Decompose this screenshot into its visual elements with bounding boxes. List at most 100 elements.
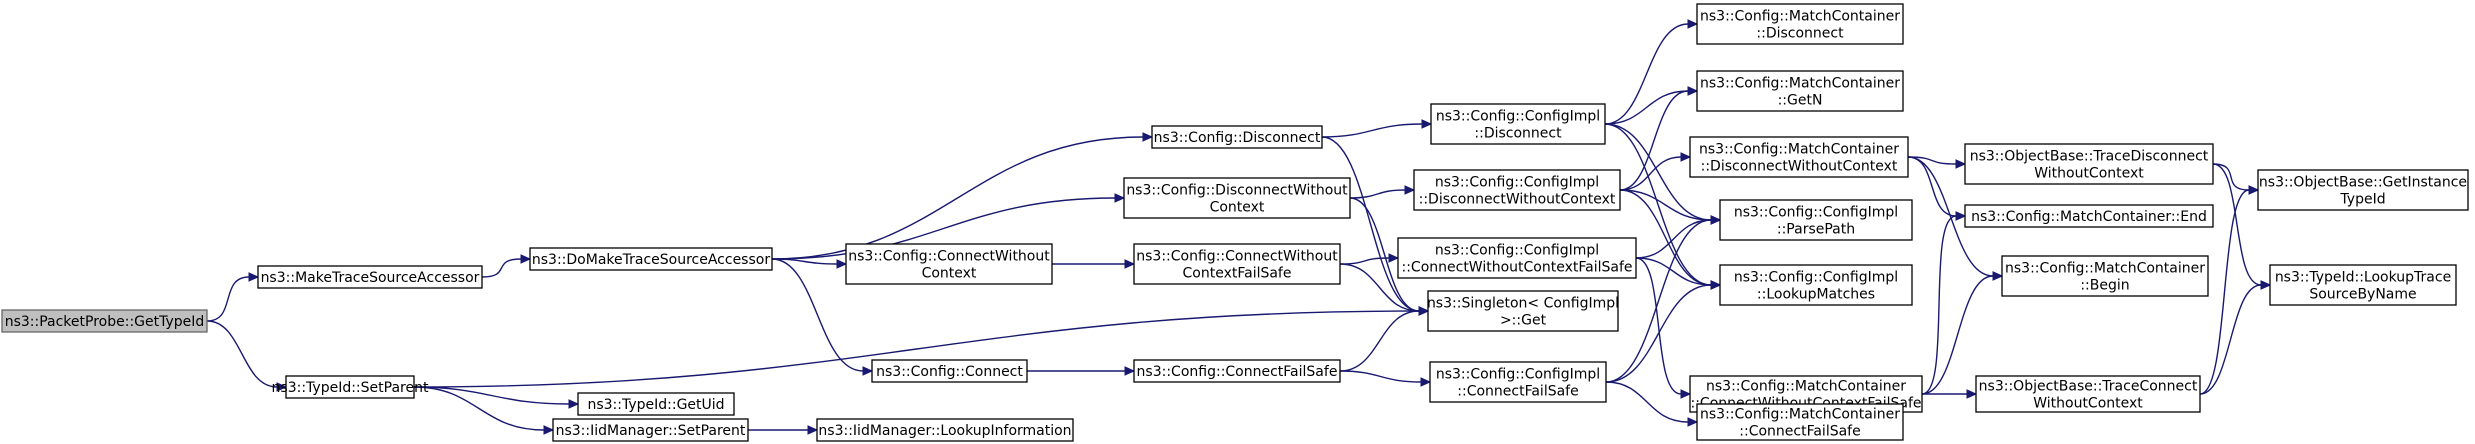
edge-arrowhead — [836, 259, 848, 269]
node-mcDisconnect[interactable]: ns3::Config::MatchContainer::Disconnect — [1696, 3, 1904, 45]
node-cfgConnectFS[interactable]: ns3::Config::ConnectFailSafe — [1133, 359, 1341, 383]
node-lookupMatches[interactable]: ns3::Config::ConfigImpl::LookupMatches — [1719, 264, 1913, 306]
edge-line — [2212, 163, 2262, 286]
edge-obTraceConnect-to-lookupTSBN — [2199, 280, 2272, 395]
edge-implConnectFS-to-parsePath — [1605, 215, 1722, 383]
node-iidSetParent[interactable]: ns3::IidManager::SetParent — [552, 418, 749, 442]
node-label-line: ns3::Singleton< ConfigImpl — [1427, 296, 1619, 312]
edge-arrowhead — [1124, 259, 1136, 269]
node-label-line: ns3::Config::MatchContainer::End — [1971, 209, 2207, 225]
edge-doMakeTSA-to-cfgConnectWC — [771, 258, 848, 269]
edge-implConnectWCFS-to-lookupMatches — [1635, 257, 1722, 290]
node-getTypeId[interactable]: ns3::PacketProbe::GetTypeId — [1, 309, 208, 333]
edge-cfgConnectWCFS-to-implConnectWCFS — [1339, 253, 1400, 265]
node-box — [1413, 169, 1621, 211]
node-cfgDisconnectWC[interactable]: ns3::Config::DisconnectWithoutContext — [1123, 177, 1351, 219]
node-box — [1719, 264, 1913, 306]
edge-arrowhead — [1687, 86, 1699, 96]
edge-line — [771, 258, 838, 265]
edge-line — [771, 197, 1116, 260]
node-mcGetN[interactable]: ns3::Config::MatchContainer::GetN — [1696, 70, 1904, 112]
edges-layer — [206, 19, 2272, 435]
edge-line — [2212, 163, 2250, 191]
node-label-line: ns3::PacketProbe::GetTypeId — [5, 314, 205, 330]
edge-arrowhead — [1420, 377, 1432, 387]
node-box — [1719, 199, 1913, 241]
node-cfgConnect[interactable]: ns3::Config::Connect — [871, 359, 1028, 383]
node-label-line: ns3::Config::ConfigImpl — [1435, 243, 1599, 259]
node-implConnectWCFS[interactable]: ns3::Config::ConfigImpl::ConnectWithoutC… — [1397, 237, 1637, 279]
node-mcEnd[interactable]: ns3::Config::MatchContainer::End — [1964, 204, 2214, 228]
edge-cfgConnectFS-to-implConnectFS — [1339, 370, 1432, 387]
node-box — [285, 375, 415, 399]
node-label-line: ns3::Config::MatchContainer — [1699, 142, 1899, 158]
node-mcConnectFS[interactable]: ns3::Config::MatchContainer::ConnectFail… — [1696, 403, 1904, 441]
edge-line — [771, 258, 864, 372]
node-label-line: ns3::Config::Connect — [876, 364, 1023, 380]
node-box — [1964, 204, 2214, 228]
node-implDisconnect[interactable]: ns3::Config::ConfigImpl::Disconnect — [1430, 103, 1606, 145]
node-mcBegin[interactable]: ns3::Config::MatchContainer::Begin — [2001, 255, 2209, 297]
node-box — [1151, 125, 1323, 149]
node-box — [552, 418, 749, 442]
edge-line — [1349, 197, 1420, 312]
node-box — [2001, 255, 2209, 297]
node-label-line: ns3::Config::ConfigImpl — [1436, 367, 1600, 383]
edge-setParent-to-getUid — [413, 386, 580, 409]
edge-makeTSA-to-doMakeTSA — [481, 254, 532, 278]
edge-setParent-to-iidSetParent — [413, 386, 555, 435]
node-label-line: ContextFailSafe — [1183, 266, 1292, 282]
node-label-line: Context — [1210, 200, 1265, 216]
node-cfgConnectWC[interactable]: ns3::Config::ConnectWithoutContext — [845, 243, 1053, 285]
edge-arrowhead — [1687, 19, 1699, 29]
edge-line — [1339, 310, 1420, 372]
edge-arrowhead — [1418, 306, 1430, 316]
node-singletonGet[interactable]: ns3::Singleton< ConfigImpl >::Get — [1427, 290, 1619, 332]
node-label-line: ns3::Config::MatchContainer — [1700, 407, 1900, 423]
node-box — [1696, 403, 1904, 441]
node-makeTSA[interactable]: ns3::MakeTraceSourceAccessor — [257, 265, 483, 289]
edge-arrowhead — [1680, 152, 1692, 162]
node-obTraceConnect[interactable]: ns3::ObjectBase::TraceConnectWithoutCont… — [1975, 375, 2201, 413]
edge-line — [1619, 90, 1689, 191]
node-doMakeTSA[interactable]: ns3::DoMakeTraceSourceAccessor — [529, 247, 773, 271]
node-box — [1133, 359, 1341, 383]
node-box — [871, 359, 1028, 383]
node-getUid[interactable]: ns3::TypeId::GetUid — [577, 392, 735, 416]
node-box — [1696, 3, 1904, 45]
edge-arrowhead — [1955, 211, 1967, 221]
node-mcDisconnectWC[interactable]: ns3::Config::MatchContainer::DisconnectW… — [1689, 136, 1909, 178]
edge-mcConnectWCFS-to-mcBegin — [1921, 271, 2004, 395]
node-box — [845, 243, 1053, 285]
node-label-line: ns3::TypeId::SetParent — [272, 380, 429, 396]
edge-line — [1619, 189, 1712, 286]
node-label-line: ::ConnectFailSafe — [1457, 384, 1578, 400]
edge-arrowhead — [1966, 389, 1978, 399]
edge-line — [1604, 90, 1689, 125]
node-implConnectFS[interactable]: ns3::Config::ConfigImpl::ConnectFailSafe — [1429, 361, 1607, 403]
edge-arrowhead — [1992, 271, 2004, 281]
node-obTraceDisconnect[interactable]: ns3::ObjectBase::TraceDisconnectWithoutC… — [1964, 143, 2214, 185]
node-label-line: ns3::TypeId::GetUid — [587, 397, 724, 413]
node-cfgDisconnect[interactable]: ns3::Config::Disconnect — [1151, 125, 1323, 149]
edge-cfgConnectWC-to-cfgConnectWCFS — [1052, 259, 1136, 269]
edge-line — [1321, 123, 1423, 138]
node-parsePath[interactable]: ns3::Config::ConfigImpl::ParsePath — [1719, 199, 1913, 241]
node-setParent[interactable]: ns3::TypeId::SetParent — [272, 375, 429, 399]
edge-line — [1604, 123, 1712, 221]
node-label-line: ::Disconnect — [1756, 26, 1844, 42]
node-label-line: ns3::Config::MatchContainer — [1700, 9, 1900, 25]
node-cfgConnectWCFS[interactable]: ns3::Config::ConnectWithoutContextFailSa… — [1133, 243, 1341, 285]
node-label-line: ns3::ObjectBase::TraceDisconnect — [1970, 149, 2209, 165]
edge-implConnectFS-to-mcConnectFS — [1605, 381, 1699, 427]
node-implDisconnectWC[interactable]: ns3::Config::ConfigImpl::DisconnectWitho… — [1413, 169, 1621, 211]
edge-arrowhead — [1421, 119, 1433, 129]
edge-line — [1619, 156, 1682, 191]
node-iidLookup[interactable]: ns3::IidManager::LookupInformation — [816, 418, 1074, 442]
node-label-line: WithoutContext — [2034, 166, 2144, 182]
edge-arrowhead — [862, 366, 874, 376]
edge-implDisconnectWC-to-mcDisconnectWC — [1619, 152, 1692, 191]
